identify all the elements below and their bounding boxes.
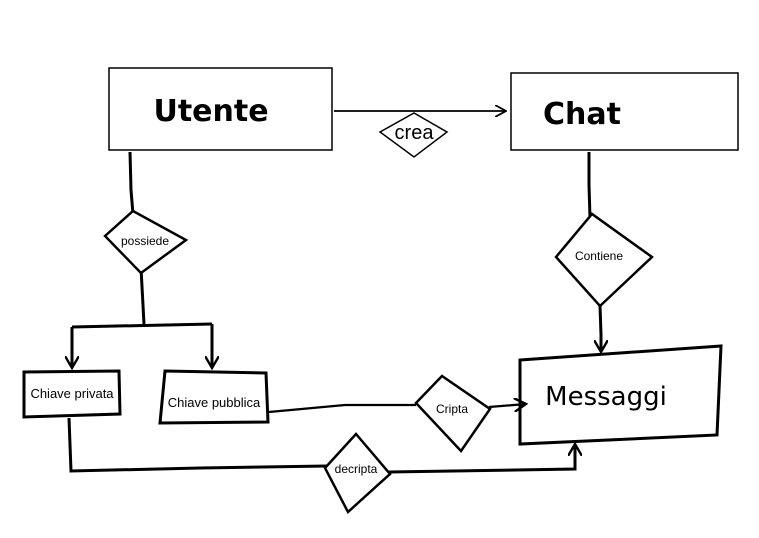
entity-chiave-pubblica-label: Chiave pubblica — [168, 395, 261, 410]
entity-chat-label: Chat — [543, 97, 621, 132]
relation-contiene-label: Contiene — [575, 249, 623, 263]
entity-messaggi-label: Messaggi — [545, 382, 667, 412]
relation-decripta-label: decripta — [335, 462, 378, 476]
connector-cripta-messaggi — [488, 404, 526, 407]
connector-chiave-pubblica-cripta — [268, 403, 416, 414]
entity-chiave-privata: Chiave privata — [22, 369, 122, 419]
relation-crea: crea — [378, 112, 449, 158]
connector-possiede-branch — [139, 267, 146, 325]
entity-chat: Chat — [510, 72, 739, 151]
entity-utente: Utente — [108, 67, 333, 151]
entity-chiave-privata-label: Chiave privata — [30, 386, 114, 401]
relation-contiene: Contiene — [554, 212, 654, 308]
connector-chiave-privata-decripta — [67, 417, 328, 473]
connector-utente-possiede — [128, 151, 135, 215]
entity-utente-label: Utente — [153, 94, 268, 129]
relation-possiede-label: possiede — [121, 234, 169, 248]
entity-messaggi: Messaggi — [518, 344, 723, 446]
relation-decripta: decripta — [323, 432, 392, 515]
relation-possiede: possiede — [103, 209, 189, 275]
relation-cripta: Cripta — [414, 374, 492, 453]
connector-decripta-messaggi — [388, 444, 575, 474]
connector-contiene-messaggi — [600, 304, 601, 352]
relation-cripta-label: Cripta — [436, 402, 468, 416]
connector-branch-horizontal — [71, 322, 213, 329]
relation-crea-label: crea — [395, 122, 435, 144]
entity-chiave-pubblica: Chiave pubblica — [158, 369, 270, 425]
connector-chat-contiene — [587, 152, 592, 219]
